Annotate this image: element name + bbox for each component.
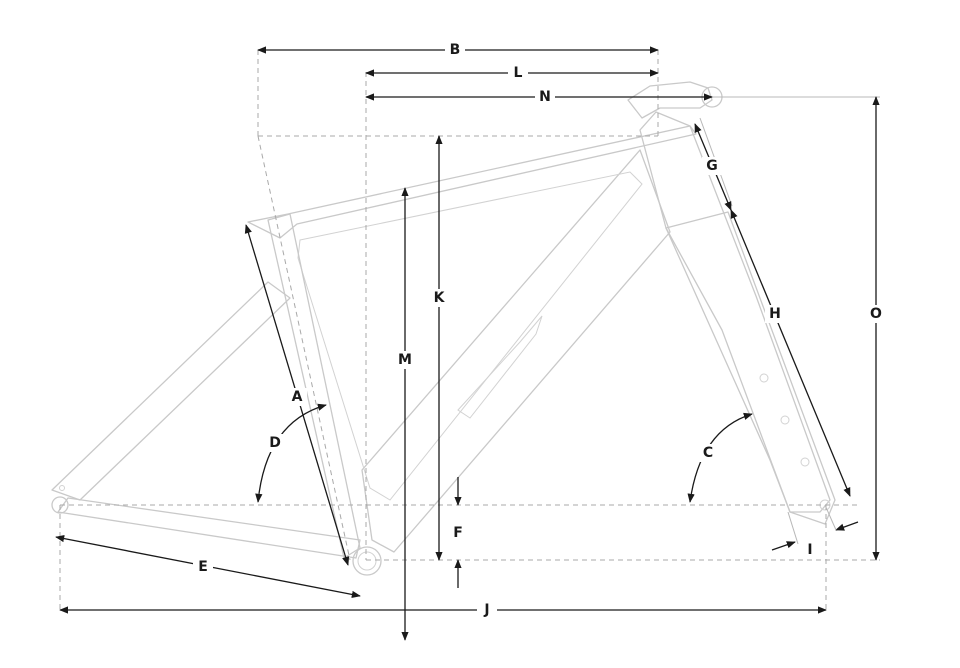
dimension-i-guide-right xyxy=(824,504,837,531)
dimension-i-left-arrow xyxy=(771,541,796,551)
top-tube xyxy=(247,125,697,239)
label-k: K xyxy=(434,290,446,306)
head-tube xyxy=(639,111,831,513)
label-l: L xyxy=(514,65,523,81)
cable-port xyxy=(457,315,543,419)
seat-tube xyxy=(267,213,361,559)
fork-mount-1 xyxy=(759,373,769,383)
dimension-labels: A B C D E F G H I J K L M N O xyxy=(193,41,886,619)
bike-frame xyxy=(51,81,836,576)
main-triangle-inner xyxy=(297,171,643,501)
dimension-d-arc xyxy=(255,403,327,503)
dimension-i-guide-left xyxy=(787,511,799,545)
dimension-h-line xyxy=(730,209,851,497)
dimension-i-right-arrow xyxy=(835,521,859,531)
label-o: O xyxy=(870,306,882,322)
label-e: E xyxy=(198,559,208,575)
label-h: H xyxy=(769,306,781,322)
label-m: M xyxy=(398,352,412,368)
fork-mount-2 xyxy=(780,415,790,425)
label-n: N xyxy=(539,89,551,105)
label-b: B xyxy=(450,42,461,58)
bottom-bracket xyxy=(352,546,382,576)
label-j: J xyxy=(483,602,489,618)
fork xyxy=(665,211,836,525)
rear-dropout-bolt xyxy=(59,485,65,491)
label-g: G xyxy=(706,158,718,174)
label-f: F xyxy=(453,525,463,541)
seat-stay xyxy=(51,281,291,501)
label-c: C xyxy=(703,445,713,461)
dimension-lines xyxy=(55,46,880,641)
fork-mount-3 xyxy=(800,457,810,467)
label-a: A xyxy=(292,389,303,405)
chain-stay xyxy=(57,497,361,559)
bottom-bracket-inner xyxy=(357,551,377,571)
rear-dropout xyxy=(51,496,69,514)
label-i: I xyxy=(807,542,812,558)
stem xyxy=(627,81,713,119)
label-d: D xyxy=(269,435,281,451)
ref-seat-angle-line xyxy=(257,135,351,561)
